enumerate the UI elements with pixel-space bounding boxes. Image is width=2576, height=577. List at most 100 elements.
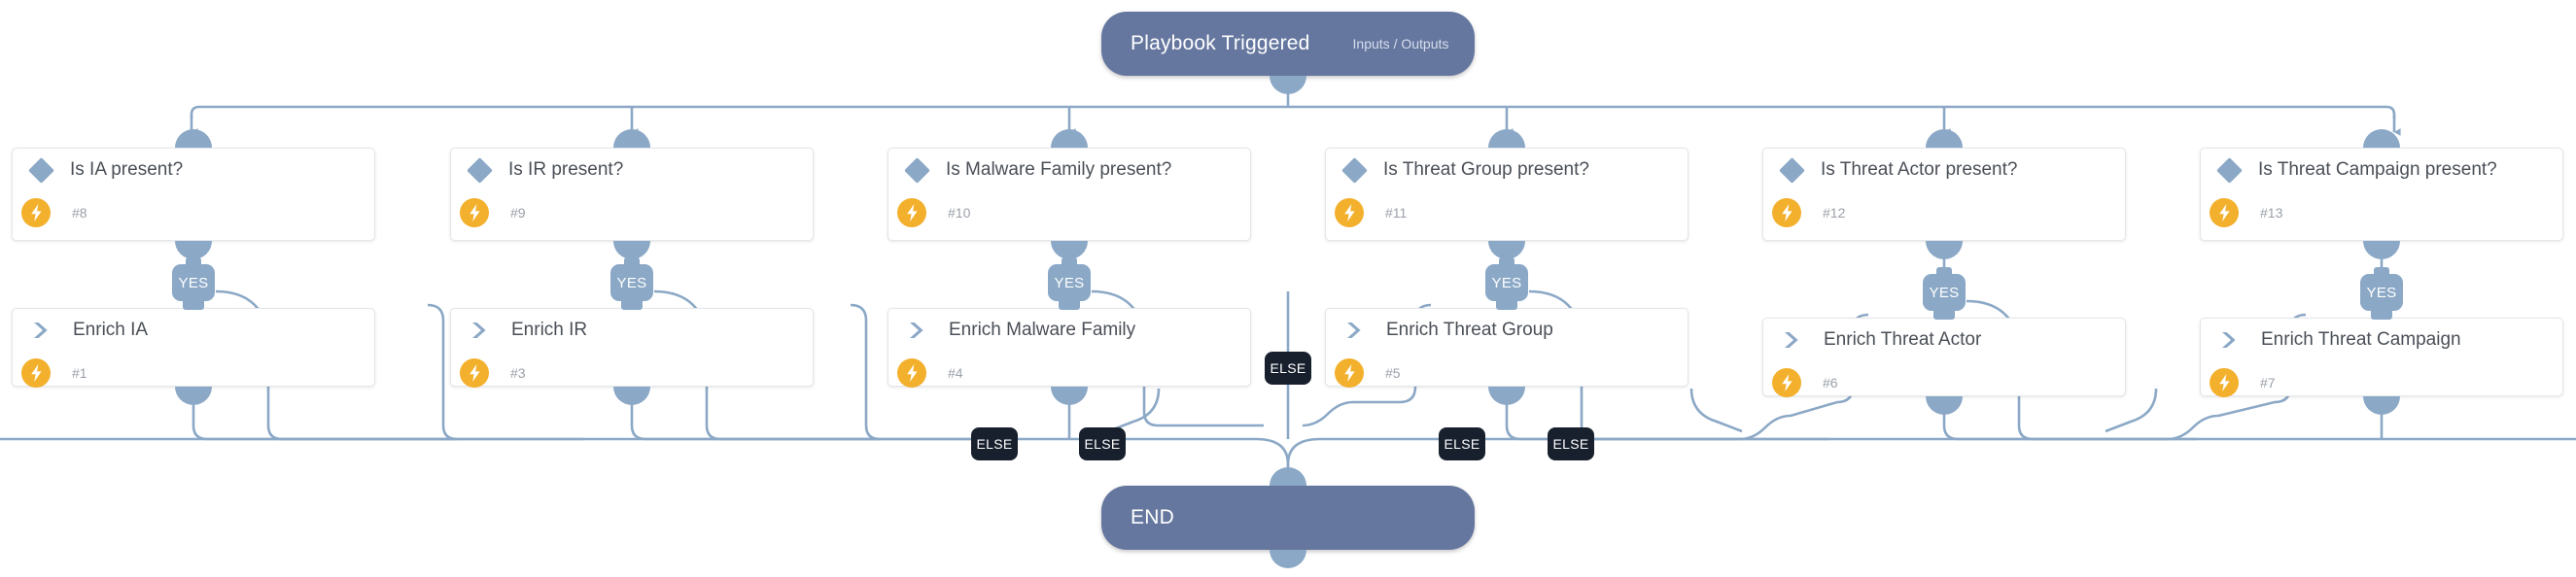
decision-card-ia[interactable]: Is IA present? #8 <box>12 148 375 241</box>
decision-card-number: #12 <box>1823 205 1846 221</box>
branch-badge-yes[interactable]: YES <box>1048 264 1091 301</box>
decision-card-title: Is Malware Family present? <box>946 159 1172 180</box>
start-node[interactable]: Playbook Triggered Inputs / Outputs <box>1101 12 1475 94</box>
lightning-bolt-icon <box>460 198 489 227</box>
branch-badge-else[interactable]: ELSE <box>1265 352 1311 385</box>
action-card-foot: #7 <box>2201 361 2562 404</box>
decision-card-number: #9 <box>510 205 526 221</box>
branch-badge-else[interactable]: ELSE <box>971 427 1018 460</box>
end-node-output-port[interactable] <box>1270 550 1306 568</box>
action-card-head: Enrich Threat Group <box>1326 309 1688 352</box>
decision-card-foot: #10 <box>888 191 1250 234</box>
decision-port-bottom[interactable] <box>613 241 650 259</box>
action-card-number: #3 <box>510 365 526 381</box>
diamond-icon <box>28 156 54 184</box>
decision-card-foot: #11 <box>1326 191 1688 234</box>
chevron-right-icon <box>1341 320 1367 341</box>
branch-badge-yes[interactable]: YES <box>1923 274 1966 311</box>
lightning-bolt-icon <box>21 358 51 388</box>
decision-port-bottom[interactable] <box>2363 241 2400 259</box>
decision-port-top[interactable] <box>175 129 212 148</box>
action-card-title: Enrich Threat Campaign <box>2261 329 2461 350</box>
lightning-bolt-icon <box>1335 198 1364 227</box>
decision-card-threat-group[interactable]: Is Threat Group present? #11 <box>1325 148 1688 241</box>
chevron-right-icon <box>467 320 492 341</box>
action-port-bottom[interactable] <box>613 387 650 405</box>
action-card-head: Enrich Threat Actor <box>1763 319 2125 361</box>
action-port-bottom[interactable] <box>1926 396 1963 415</box>
decision-card-foot: #9 <box>451 191 813 234</box>
action-card-enrich-threat-campaign[interactable]: Enrich Threat Campaign #7 <box>2200 318 2563 397</box>
decision-card-foot: #13 <box>2201 191 2562 234</box>
decision-port-top[interactable] <box>1051 129 1088 148</box>
action-card-number: #1 <box>72 365 87 381</box>
start-node-subtitle: Inputs / Outputs <box>1352 36 1449 51</box>
branch-badge-yes[interactable]: YES <box>1485 264 1528 301</box>
branch-badge-else[interactable]: ELSE <box>1079 427 1126 460</box>
end-node[interactable]: END <box>1101 467 1475 568</box>
action-card-foot: #1 <box>13 352 374 394</box>
chevron-right-icon <box>28 320 53 341</box>
lightning-bolt-icon <box>897 198 926 227</box>
diamond-icon <box>904 156 930 184</box>
action-card-title: Enrich Threat Group <box>1386 320 1553 340</box>
branch-badge-else[interactable]: ELSE <box>1548 427 1594 460</box>
branch-badge-yes[interactable]: YES <box>2360 274 2403 311</box>
start-node-output-port[interactable] <box>1270 76 1306 94</box>
action-port-bottom[interactable] <box>2363 396 2400 415</box>
lightning-bolt-icon <box>2210 198 2239 227</box>
decision-port-top[interactable] <box>613 129 650 148</box>
decision-port-bottom[interactable] <box>175 241 212 259</box>
decision-card-head: Is IA present? <box>13 149 374 191</box>
action-card-enrich-malware-family[interactable]: Enrich Malware Family #4 <box>888 308 1251 388</box>
decision-card-title: Is Threat Actor present? <box>1821 159 2018 180</box>
decision-port-bottom[interactable] <box>1051 241 1088 259</box>
chevron-right-icon <box>904 320 929 341</box>
decision-port-top[interactable] <box>2363 129 2400 148</box>
decision-port-bottom[interactable] <box>1926 241 1963 259</box>
decision-card-head: Is Threat Group present? <box>1326 149 1688 191</box>
action-card-number: #6 <box>1823 375 1838 390</box>
action-card-foot: #4 <box>888 352 1250 394</box>
lightning-bolt-icon <box>897 358 926 388</box>
action-card-enrich-threat-actor[interactable]: Enrich Threat Actor #6 <box>1762 318 2126 397</box>
action-card-title: Enrich Malware Family <box>949 320 1136 340</box>
decision-card-ir[interactable]: Is IR present? #9 <box>450 148 814 241</box>
lightning-bolt-icon <box>460 358 489 388</box>
decision-card-title: Is Threat Group present? <box>1383 159 1589 180</box>
decision-card-malware-family[interactable]: Is Malware Family present? #10 <box>888 148 1251 241</box>
decision-card-head: Is IR present? <box>451 149 813 191</box>
branch-badge-yes[interactable]: YES <box>172 264 215 301</box>
action-card-head: Enrich Malware Family <box>888 309 1250 352</box>
diamond-icon <box>467 156 493 184</box>
action-card-enrich-ia[interactable]: Enrich IA #1 <box>12 308 375 388</box>
action-card-number: #4 <box>948 365 963 381</box>
action-card-title: Enrich Threat Actor <box>1824 329 1982 350</box>
action-card-enrich-threat-group[interactable]: Enrich Threat Group #5 <box>1325 308 1688 388</box>
decision-port-bottom[interactable] <box>1488 241 1525 259</box>
decision-card-number: #8 <box>72 205 87 221</box>
action-card-head: Enrich IA <box>13 309 374 352</box>
decision-port-top[interactable] <box>1926 129 1963 148</box>
decision-port-top[interactable] <box>1488 129 1525 148</box>
decision-card-threat-campaign[interactable]: Is Threat Campaign present? #13 <box>2200 148 2563 241</box>
action-card-foot: #3 <box>451 352 813 394</box>
action-card-number: #7 <box>2260 375 2276 390</box>
action-card-head: Enrich IR <box>451 309 813 352</box>
branch-badge-else[interactable]: ELSE <box>1439 427 1485 460</box>
branch-badge-yes[interactable]: YES <box>610 264 653 301</box>
end-node-title: END <box>1131 506 1174 528</box>
decision-card-title: Is Threat Campaign present? <box>2258 159 2497 180</box>
action-port-bottom[interactable] <box>1051 387 1088 405</box>
action-port-bottom[interactable] <box>175 387 212 405</box>
lightning-bolt-icon <box>2210 368 2239 397</box>
decision-card-threat-actor[interactable]: Is Threat Actor present? #12 <box>1762 148 2126 241</box>
start-node-title: Playbook Triggered <box>1131 32 1310 54</box>
action-port-bottom[interactable] <box>1488 387 1525 405</box>
action-card-enrich-ir[interactable]: Enrich IR #3 <box>450 308 814 388</box>
action-card-foot: #6 <box>1763 361 2125 404</box>
lightning-bolt-icon <box>1335 358 1364 388</box>
decision-card-foot: #12 <box>1763 191 2125 234</box>
decision-card-head: Is Threat Campaign present? <box>2201 149 2562 191</box>
action-card-number: #5 <box>1385 365 1401 381</box>
